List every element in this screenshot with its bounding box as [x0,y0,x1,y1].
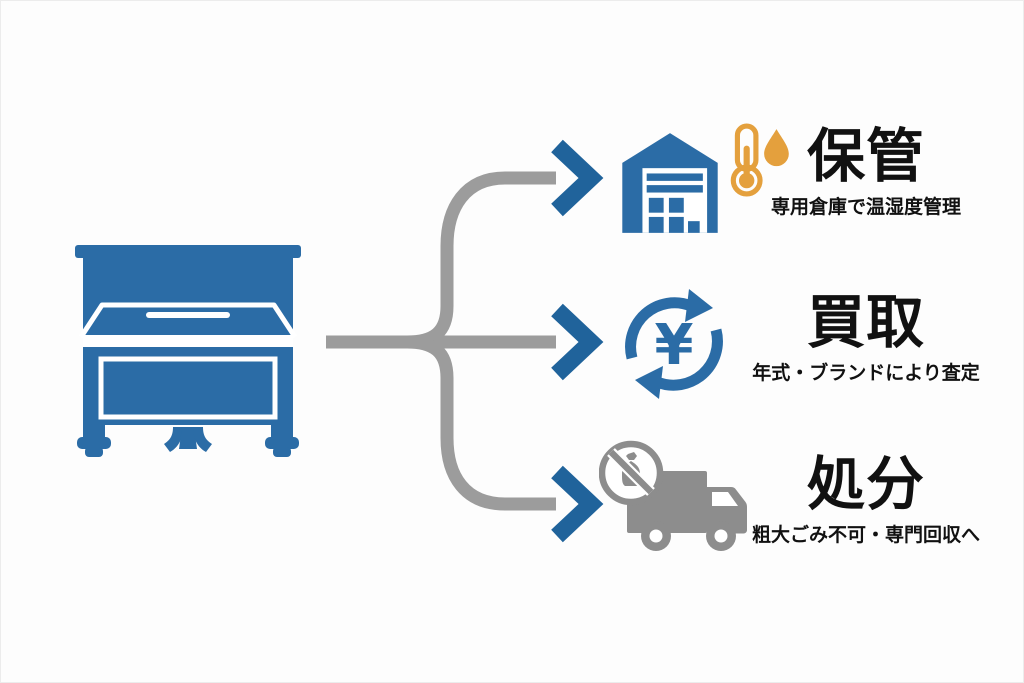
option-row-storage: 保管 専用倉庫で温湿度管理 [741,127,991,219]
truck-icon [599,439,754,584]
chevron-right-arrow-icon [551,139,604,217]
chevron-right-arrow-icon [551,303,604,381]
option-title: 保管 [806,122,925,190]
option-subtitle: 粗大ごみ不可・専門回収へ [751,524,980,546]
warehouse-icon [617,130,723,236]
yen-symbol: ¥ [655,313,694,378]
option-row-disposal: 処分 粗大ごみ不可・専門回収へ [741,455,991,547]
flow-connector [319,136,609,556]
upright-piano-icon [73,245,303,459]
chevron-right-arrow-icon [551,465,604,543]
no-garbage-bag-icon [599,440,664,506]
option-subtitle: 専用倉庫で温湿度管理 [770,196,961,218]
option-title: 処分 [806,450,925,518]
option-subtitle: 年式・ブランドにより査定 [752,362,980,384]
yen-recycle-icon: ¥ [617,287,731,401]
option-row-buyback: 買取 年式・ブランドにより査定 [741,293,991,385]
thermometer-icon [723,123,795,197]
water-drop-icon [764,129,789,167]
option-title: 買取 [806,288,925,356]
